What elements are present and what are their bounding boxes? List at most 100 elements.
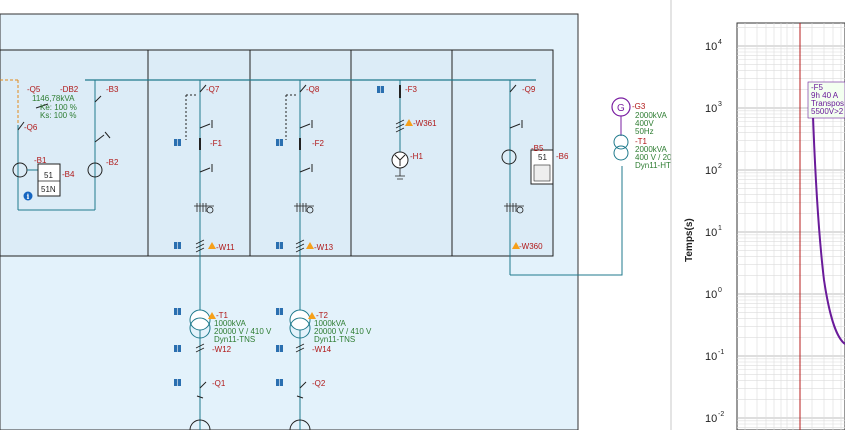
tcc-y-axis-label: Temps(s) (684, 218, 695, 262)
y-tick-label: 10 (705, 103, 717, 115)
curve-label-line1: -F5 (811, 83, 824, 92)
ct-b5-symbol[interactable] (501, 149, 517, 165)
transformer-t2[interactable]: -T2 1000kVA 20000 V / 410 V Dyn11-TNS -W… (276, 258, 372, 430)
warning-icon[interactable] (208, 312, 216, 319)
b2-earth-switch (94, 134, 105, 143)
curve-label-line2: 9h 40 A (811, 91, 839, 100)
y-tick-exponent: 1 (718, 225, 722, 232)
book-icon[interactable] (174, 345, 181, 352)
q2-label: -Q2 (312, 379, 326, 388)
single-line-diagram[interactable]: 51 51N i -Q5 -DB2 1146,78kVA Ke: 100 % K… (0, 13, 672, 430)
ct-b2-symbol[interactable] (87, 162, 103, 178)
q7-capacitor-icon (194, 203, 214, 212)
book-icon[interactable] (174, 379, 181, 386)
w14-cable-mark (295, 343, 305, 353)
y-tick-exponent: 3 (718, 101, 722, 108)
t1-label: -T1 (216, 311, 229, 320)
feeder-b[interactable]: -B3 -B2 (87, 80, 119, 210)
warning-icon[interactable] (308, 312, 316, 319)
t2-coil-2 (289, 317, 311, 339)
info-icon[interactable] (23, 191, 33, 201)
warning-icon[interactable] (405, 119, 413, 126)
q2-switch (296, 381, 307, 399)
w14-label: -W14 (312, 345, 332, 354)
t1-vector: Dyn11-TNS (214, 335, 255, 344)
t1-hv-vector: Dyn11-HT (635, 161, 671, 170)
q7-label: -Q7 (206, 85, 220, 94)
w11-label: -W11 (216, 243, 235, 252)
book-icon[interactable] (174, 308, 181, 315)
q8-capacitor-icon (294, 203, 314, 212)
t2-label: -T2 (316, 311, 329, 320)
q1-switch (196, 381, 207, 399)
y-tick-exponent: 0 (718, 287, 722, 294)
load-h1-inner (394, 154, 406, 166)
b3-label: -B3 (106, 85, 119, 94)
book-icon[interactable] (276, 379, 283, 386)
q9-earth (509, 123, 521, 129)
db2-switch (35, 103, 49, 109)
q7-ground-ring (206, 206, 214, 214)
h1-label: -H1 (410, 152, 423, 161)
w11-cable-mark (195, 239, 205, 253)
warning-icon[interactable] (306, 242, 314, 249)
y-tick-exponent: 4 (718, 39, 722, 46)
book-icon[interactable] (276, 242, 283, 249)
generator-symbol-letter: G (617, 103, 625, 114)
b6-label: -B6 (556, 152, 569, 161)
q7-earth-2 (199, 167, 211, 173)
t2-voltage: 20000 V / 410 V (314, 327, 372, 336)
q1-label: -Q1 (212, 379, 226, 388)
relay-b6-51: 51 (538, 153, 547, 162)
feeder-f3[interactable]: -F3 -W361 -H1 (377, 80, 437, 180)
feeder-q7[interactable]: -Q7 -F1 -W11 (174, 80, 235, 258)
transformer-t1[interactable]: -T1 1000kVA 20000 V / 410 V Dyn11-TNS -W… (174, 258, 272, 430)
q8-label: -Q8 (306, 85, 320, 94)
y-tick-exponent: -2 (718, 411, 724, 418)
relay-b4-box[interactable] (37, 163, 61, 197)
w13-label: -W13 (314, 243, 334, 252)
t2-coil-1[interactable] (289, 309, 311, 331)
y-tick-exponent: 2 (718, 163, 722, 170)
q8-earth-1 (299, 123, 311, 129)
book-icon[interactable] (276, 345, 283, 352)
transformer-t1-hv-coil-1[interactable] (613, 134, 629, 150)
t1-next-load (189, 419, 211, 430)
f2-label: -F2 (312, 139, 325, 148)
t1-hv-label: -T1 (635, 137, 648, 146)
book-icon[interactable] (174, 139, 181, 146)
feeder-q9[interactable]: 51 -Q9 -B5 -B6 -W360 (501, 80, 623, 276)
q7-switch (199, 84, 207, 93)
ke-label: Ke: 100 % (40, 103, 77, 112)
g3-label: -G3 (632, 102, 646, 111)
warning-icon[interactable] (512, 242, 520, 249)
switchboard-frame (0, 49, 554, 257)
y-tick-label: 10 (705, 351, 717, 363)
generator-g3[interactable]: G -G3 2000kVA 400V 50Hz -T1 2000kVA 400 … (611, 97, 672, 170)
t1-coil-1[interactable] (189, 309, 211, 331)
feeder-q8[interactable]: -Q8 -F2 -W13 (276, 80, 334, 258)
tcc-curve-f5[interactable] (811, 87, 845, 345)
book-icon[interactable] (276, 308, 283, 315)
tcc-grid (737, 23, 845, 430)
h1-ground (395, 168, 405, 180)
tcc-curve-label-box[interactable] (807, 81, 845, 119)
y-tick-label: 10 (705, 289, 717, 301)
book-icon[interactable] (174, 242, 181, 249)
warning-icon[interactable] (208, 242, 216, 249)
y-tick-label: 10 (705, 41, 717, 53)
t1-voltage: 20000 V / 410 V (214, 327, 272, 336)
q8-switch (299, 84, 307, 93)
relay-b6-inner (533, 164, 551, 182)
t2-power: 1000kVA (314, 319, 347, 328)
feeder-q5[interactable]: 51 51N i -Q5 -DB2 1146,78kVA Ke: 100 % K… (0, 79, 95, 211)
f1-label: -F1 (210, 139, 223, 148)
book-icon[interactable] (377, 86, 384, 93)
t1-coil-2 (189, 317, 211, 339)
q8-mech-link (285, 94, 298, 140)
q9-ground-ring (516, 206, 524, 214)
ks-label: Ks: 100 % (40, 111, 76, 120)
book-icon[interactable] (276, 139, 283, 146)
